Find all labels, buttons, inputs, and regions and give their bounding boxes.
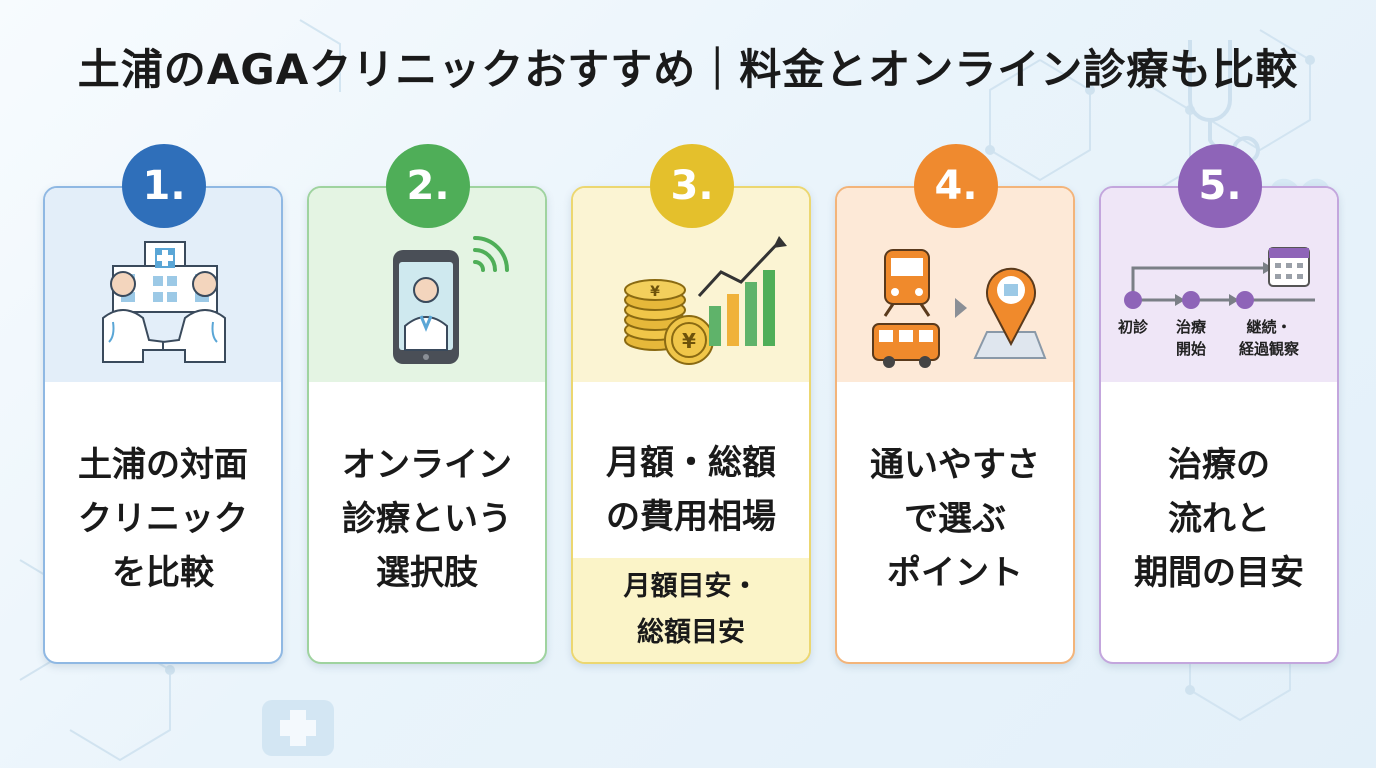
clinic-doctors-icon	[102, 241, 226, 363]
card-heading: 治療の 流れと 期間の目安	[1134, 445, 1304, 593]
cost-note: 月額目安・ 総額目安	[573, 558, 809, 662]
card-treatment-flow[interactable]: 5. 初診 治療 開始 継続・ 経過観察 治療の 流れと 期間の目安	[1099, 144, 1339, 664]
calendar-icon	[1268, 247, 1310, 287]
medical-kit-icon	[262, 700, 334, 756]
flow-step-start-line1: 治療	[1176, 318, 1207, 336]
page-title: 土浦のAGAクリニックおすすめ｜料金とオンライン診療も比較	[77, 45, 1299, 94]
flow-step-continue-line1: 継続・	[1246, 318, 1291, 336]
number-badge: 5.	[1178, 144, 1262, 228]
flow-step-start-line2: 開始	[1176, 340, 1206, 358]
train-icon	[883, 249, 931, 317]
number-badge: 2.	[386, 144, 470, 228]
card-accessibility[interactable]: 4. 通いやすさ で選ぶ ポイント	[835, 144, 1075, 664]
svg-text:¥: ¥	[682, 329, 696, 353]
card-heading: 土浦の対面 クリニック を比較	[78, 445, 248, 593]
card-online-consultation[interactable]: 2. オンライン 診療という 選択肢	[307, 144, 547, 664]
number-badge: 4.	[914, 144, 998, 228]
yen-coins-chart-icon: ¥ ¥	[624, 236, 787, 365]
map-pin-icon	[973, 267, 1047, 359]
svg-text:¥: ¥	[650, 284, 660, 300]
flow-step-continue-line2: 経過観察	[1239, 340, 1300, 358]
flow-step-initial: 初診	[1118, 318, 1149, 336]
card-heading: 通いやすさ で選ぶ ポイント	[870, 445, 1040, 593]
number-badge: 1.	[122, 144, 206, 228]
card-clinic-comparison[interactable]: 1. 土浦の対面 クリニック を比較	[43, 144, 283, 664]
treatment-timeline-icon: 初診 治療 開始 継続・ 経過観察	[1118, 247, 1315, 358]
smartphone-doctor-icon	[393, 236, 509, 364]
bus-icon	[872, 323, 940, 368]
card-cost-estimate[interactable]: 3. ¥ ¥ 月額・総額 の費用相場 月額目安・ 総額目安	[571, 144, 811, 664]
number-badge: 3.	[650, 144, 734, 228]
train-bus-map-pin-icon	[872, 249, 1047, 368]
card-heading: 月額・総額 の費用相場	[606, 443, 776, 537]
card-heading: オンライン 診療という 選択肢	[342, 445, 512, 593]
